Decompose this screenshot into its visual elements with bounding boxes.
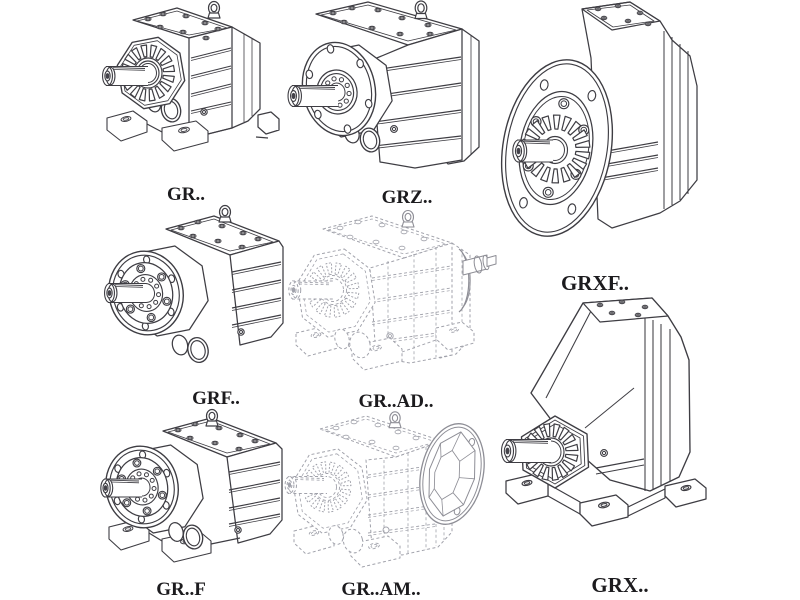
svg-text:GR..AM..: GR..AM.. xyxy=(341,579,420,600)
svg-text:GRZ..: GRZ.. xyxy=(382,187,433,208)
svg-text:GRF..: GRF.. xyxy=(192,388,240,409)
svg-text:GR..AD..: GR..AD.. xyxy=(359,391,434,412)
svg-text:GR..F: GR..F xyxy=(156,579,206,600)
svg-text:GR..: GR.. xyxy=(167,184,205,205)
svg-text:GRXF..: GRXF.. xyxy=(561,271,629,295)
svg-text:GRX..: GRX.. xyxy=(591,573,648,597)
